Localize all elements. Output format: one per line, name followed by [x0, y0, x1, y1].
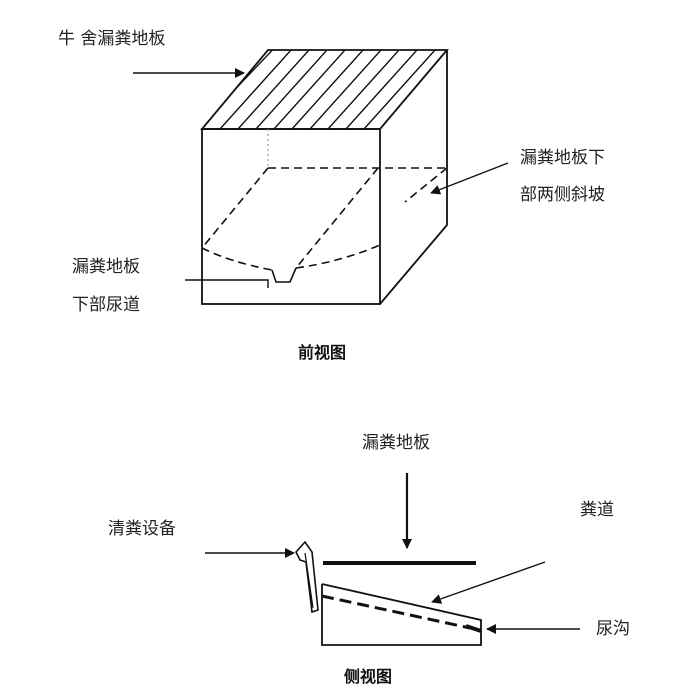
- side-view: [205, 473, 580, 646]
- box-front-face: [201, 128, 381, 305]
- front-view: [133, 49, 509, 305]
- side-ditch-bottom: [465, 624, 482, 633]
- hidden-slopes: [201, 167, 448, 271]
- box-top-face: [200, 49, 449, 130]
- floor-hatching: [202, 50, 447, 129]
- front-slope-label-2: 部两侧斜坡: [520, 185, 605, 205]
- urine-arrow: [185, 279, 269, 288]
- side-floor-label: 漏粪地板: [362, 433, 430, 453]
- side-channel-outline: [321, 583, 482, 646]
- slope-arrow: [430, 162, 509, 195]
- urine-channel: [271, 267, 297, 283]
- side-slope-dashed: [321, 594, 471, 630]
- front-urine-label-1: 漏粪地板: [72, 257, 140, 277]
- side-ditch-label: 尿沟: [596, 619, 630, 639]
- side-view-caption: 侧视图: [344, 667, 392, 686]
- front-floor-label: 牛 舍漏粪地板: [58, 29, 165, 49]
- front-view-caption: 前视图: [298, 343, 346, 362]
- scraper-inner: [304, 552, 314, 609]
- scraper-blade: [295, 540, 319, 614]
- channel-arrow: [431, 561, 546, 604]
- front-slope-label-1: 漏粪地板下: [520, 148, 605, 168]
- side-cleaner-label: 清粪设备: [108, 519, 176, 539]
- side-channel-label: 粪道: [580, 500, 614, 520]
- box-right-face: [379, 50, 448, 305]
- front-urine-label-2: 下部尿道: [72, 295, 140, 315]
